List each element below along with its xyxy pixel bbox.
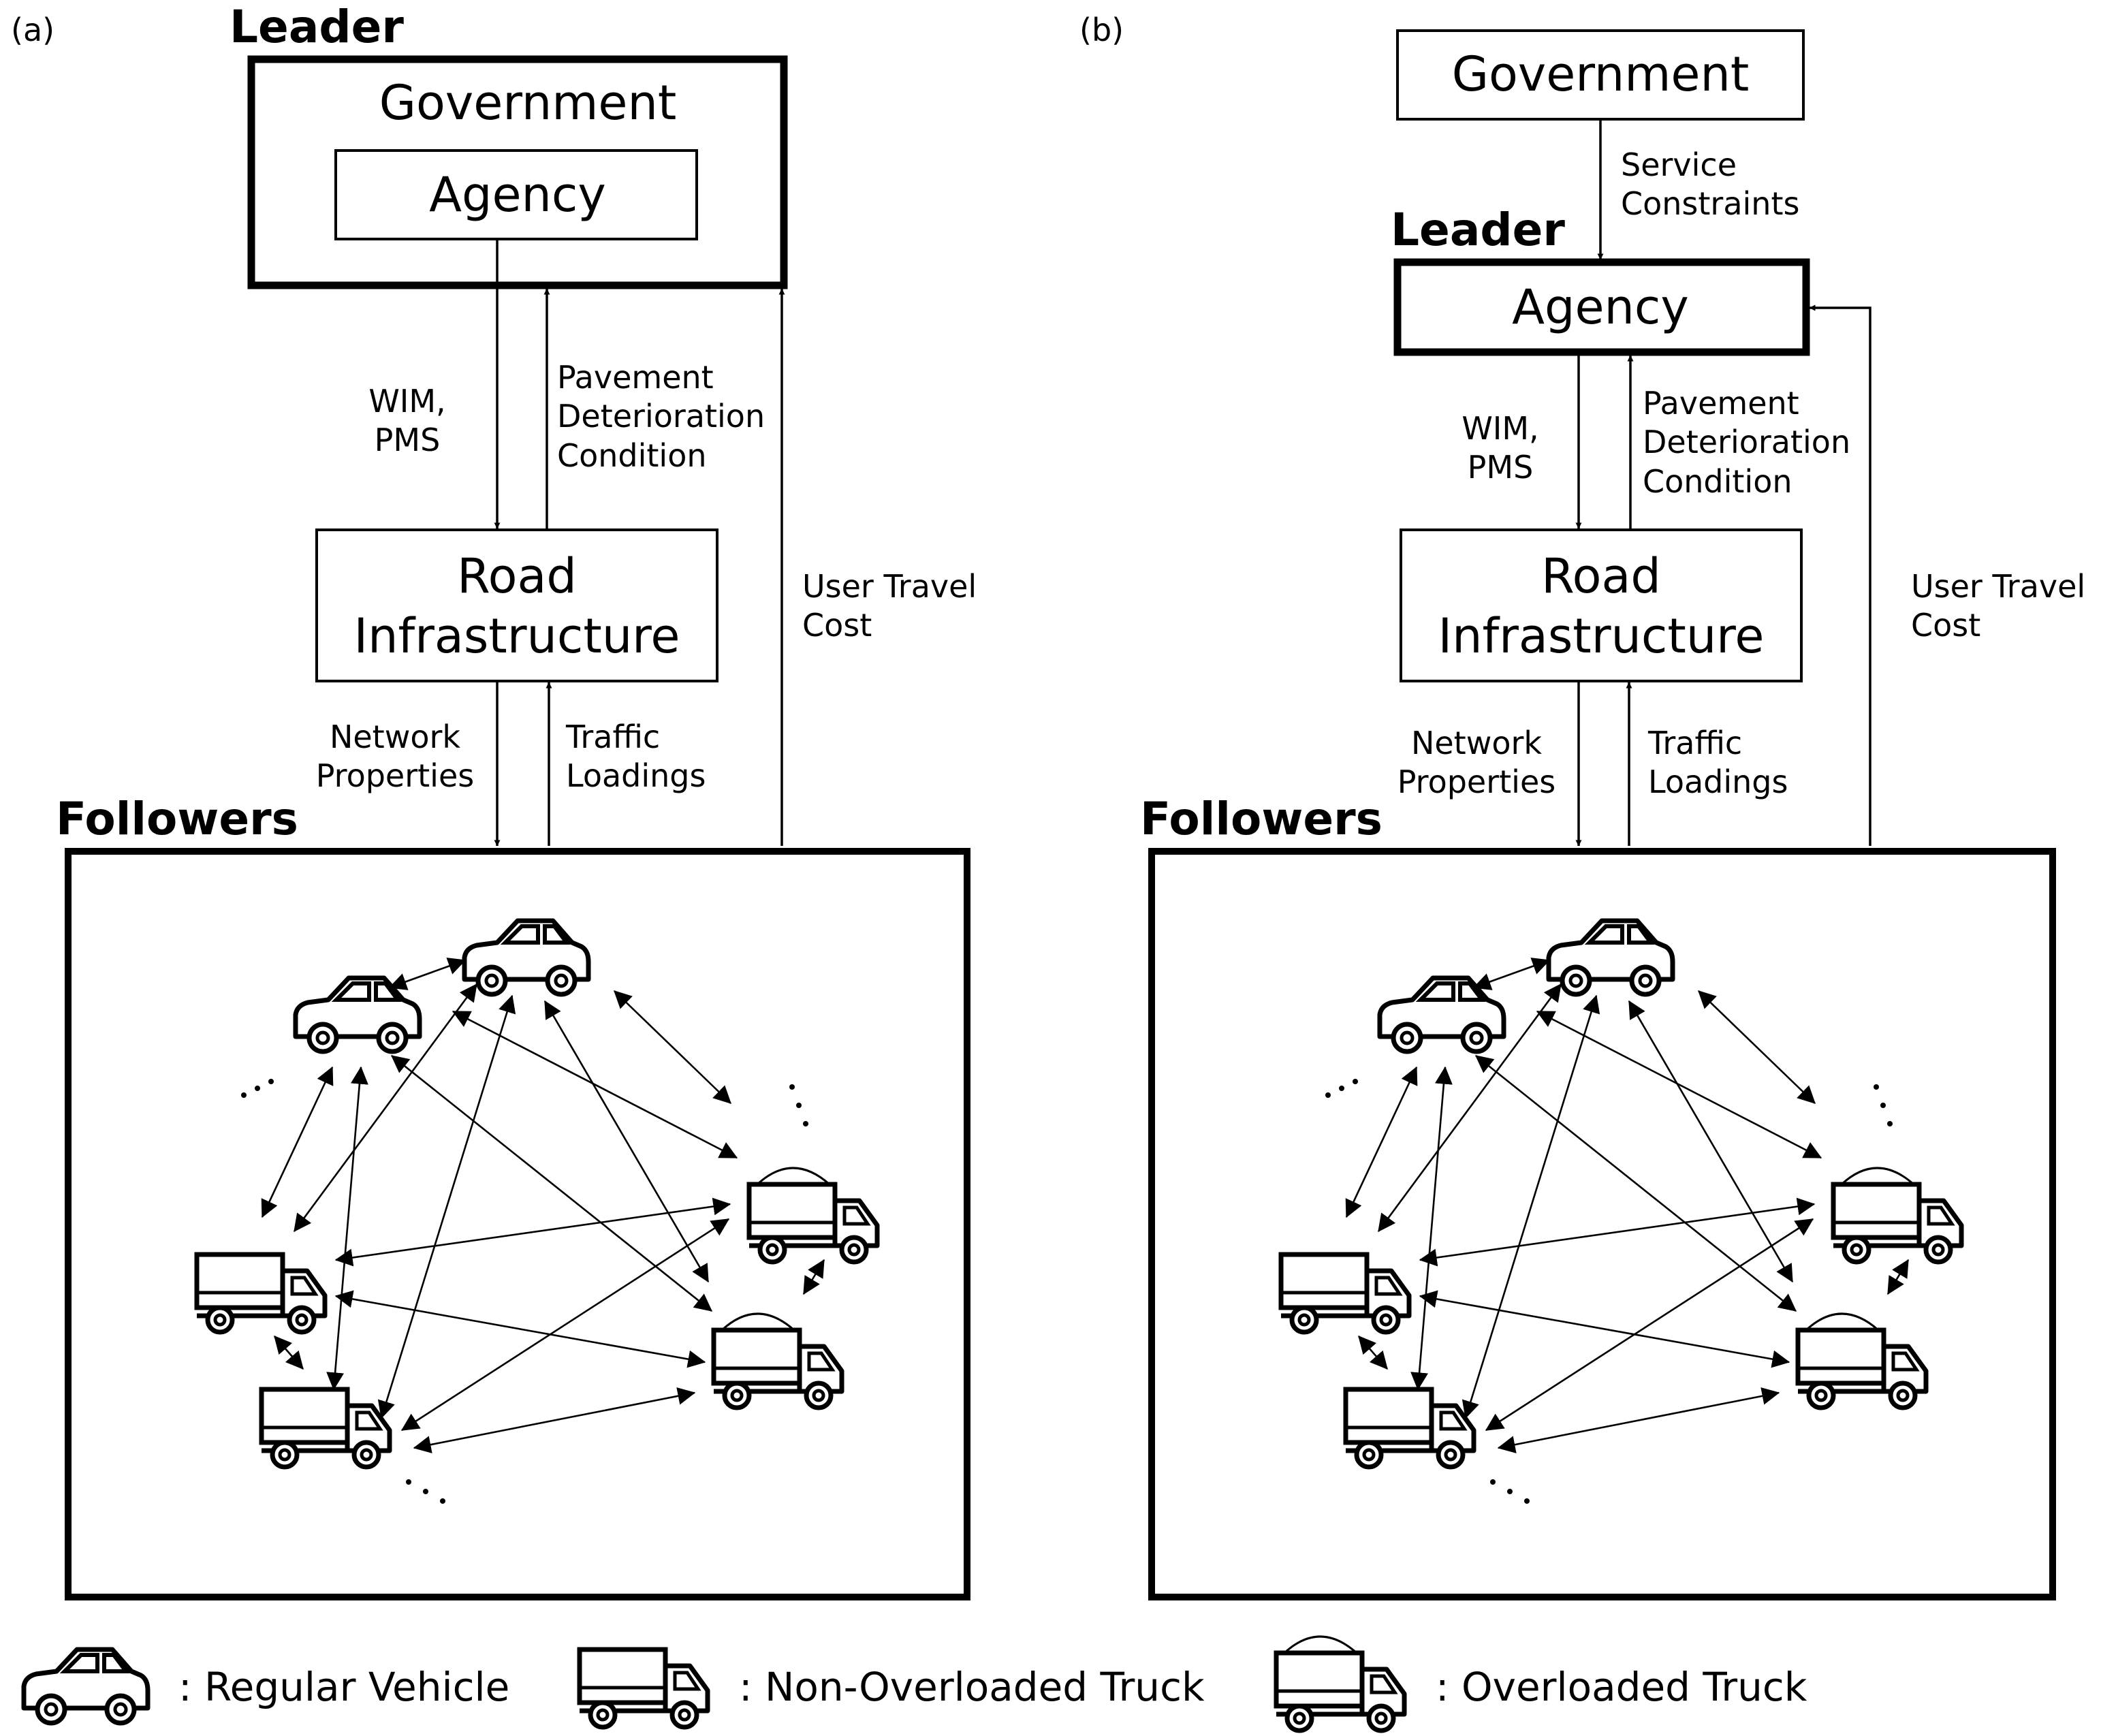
pavement-label: Pavement	[1643, 385, 1799, 422]
traffic-label: Traffic	[565, 719, 660, 755]
infrastructure-label: Infrastructure	[1438, 608, 1765, 664]
government-box: Government	[1396, 29, 1805, 121]
infrastructure-label: Infrastructure	[354, 608, 680, 664]
properties-label: Properties	[1397, 763, 1555, 800]
user-travel-label: User Travel	[1911, 568, 2085, 605]
constraints-label: Constraints	[1621, 185, 1799, 222]
road-infrastructure-box: Road Infrastructure	[1400, 528, 1803, 682]
agency-box: Agency	[1393, 258, 1810, 356]
agency-box: Agency	[334, 149, 698, 240]
road-infrastructure-box: Road Infrastructure	[315, 528, 718, 682]
government-label: Government	[1452, 46, 1750, 102]
traffic-label: Traffic	[1647, 725, 1742, 761]
car-icon	[24, 1650, 148, 1723]
panel-tag: (a)	[11, 12, 54, 48]
followers-label: Followers	[1140, 793, 1383, 845]
truck-icon	[580, 1650, 708, 1727]
loadings-label: Loadings	[566, 757, 706, 794]
legend-overloaded-truck: : Overloaded Truck	[1436, 1664, 1807, 1710]
government-label: Government	[379, 75, 677, 131]
deterioration-label: Deterioration	[1643, 424, 1850, 460]
agency-label: Agency	[429, 167, 606, 223]
leader-label: Leader	[1391, 204, 1565, 256]
legend: : Regular Vehicle : Non-Overloaded Truck…	[24, 1637, 1807, 1731]
loadings-label: Loadings	[1648, 763, 1788, 800]
followers-label: Followers	[56, 793, 298, 845]
agency-label: Agency	[1512, 279, 1689, 335]
cost-label: Cost	[1911, 607, 1980, 644]
panel-a: (a) Leader Government Agency Road Infras…	[11, 1, 977, 1600]
follower-network	[197, 921, 877, 1504]
wim-label: WIM,	[368, 383, 445, 420]
followers-box	[1148, 848, 2056, 1600]
deterioration-label: Deterioration	[557, 398, 765, 435]
legend-non-overloaded-truck: : Non-Overloaded Truck	[739, 1664, 1205, 1710]
road-label: Road	[1541, 548, 1661, 604]
network-label: Network	[330, 719, 460, 755]
pavement-label: Pavement	[557, 359, 714, 396]
follower-network	[1281, 921, 1961, 1504]
service-label: Service	[1621, 146, 1737, 183]
legend-regular-vehicle: : Regular Vehicle	[178, 1664, 509, 1710]
pms-label: PMS	[1468, 449, 1534, 486]
panel-tag: (b)	[1079, 12, 1124, 48]
network-label: Network	[1411, 725, 1542, 761]
wim-label: WIM,	[1462, 410, 1538, 447]
user-travel-cost-arrow	[1809, 304, 1871, 846]
road-label: Road	[457, 548, 577, 604]
cost-label: Cost	[802, 607, 872, 644]
pms-label: PMS	[375, 422, 441, 458]
condition-label: Condition	[1643, 463, 1792, 500]
panel-b: (b) Government Service Constraints Leade…	[1079, 12, 2085, 1600]
leader-label: Leader	[230, 1, 404, 53]
overloaded-truck-icon	[1276, 1637, 1404, 1731]
condition-label: Condition	[557, 437, 707, 474]
user-travel-label: User Travel	[802, 568, 977, 605]
properties-label: Properties	[316, 757, 474, 794]
followers-box	[65, 848, 970, 1600]
